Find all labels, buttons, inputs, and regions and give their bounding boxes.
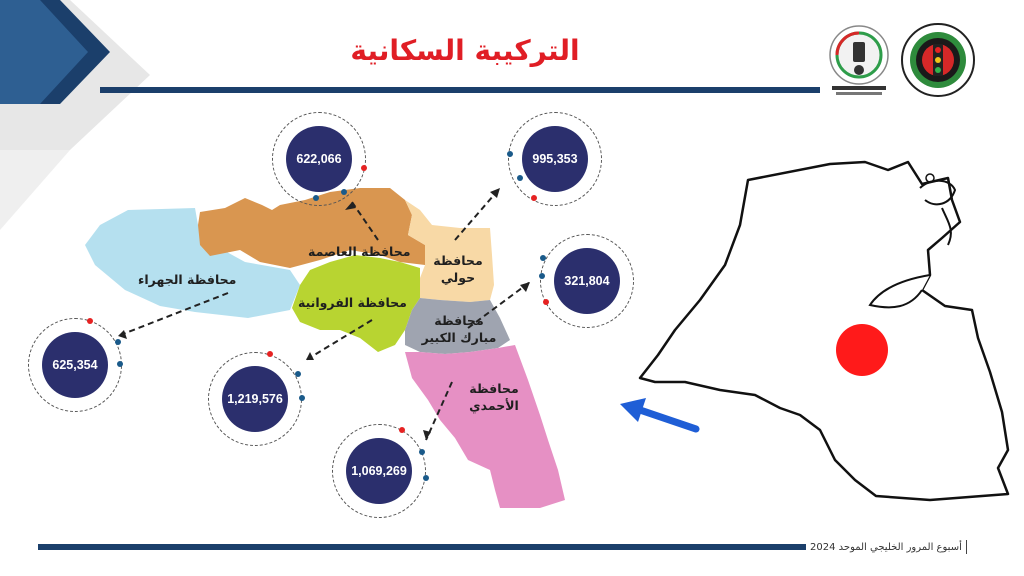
footer-bar <box>38 544 806 550</box>
farwaniya-label: محافظة الفروانية <box>298 295 407 310</box>
jahra-population-bubble: 625,354 <box>28 318 123 412</box>
capital-arrow <box>351 201 379 241</box>
hawalli-label: محافظة حولي <box>433 253 483 285</box>
location-marker <box>836 324 888 376</box>
capital-label: محافظة العاصمة <box>308 244 411 259</box>
ahmadi-label: محافظة الأحمدي <box>469 381 519 413</box>
ahmadi-arrow <box>425 381 453 441</box>
mubarak-arrow <box>467 281 531 329</box>
farwaniya-population: 1,219,576 <box>227 392 283 406</box>
jahra-population: 625,354 <box>52 358 98 372</box>
farwaniya-arrow <box>305 319 373 361</box>
ahmadi-region <box>405 345 565 508</box>
mubarak-population: 321,804 <box>564 274 610 288</box>
farwaniya-population-bubble: 1,219,576 <box>208 351 305 446</box>
traffic-department-logo <box>901 23 975 97</box>
farwaniya-region <box>292 255 420 352</box>
footer-divider <box>966 540 967 554</box>
hawalli-population-bubble: 995,353 <box>507 112 602 206</box>
capital-population: 622,066 <box>296 152 342 166</box>
mubarak-label: محافظة مبارك الكبير <box>421 313 497 345</box>
country-outline-map <box>638 160 1010 502</box>
pointer-arrow-icon <box>620 398 700 433</box>
jahra-label: محافظة الجهراء <box>138 272 237 287</box>
capital-population-bubble: 622,066 <box>272 112 367 206</box>
page-title: التركيبة السكانية <box>350 34 580 67</box>
jahra-region <box>85 208 300 318</box>
governorates-map <box>85 187 565 508</box>
ahmadi-population-bubble: 1,069,269 <box>332 424 429 518</box>
capital-region <box>198 188 425 268</box>
footer-text: أسبوع المرور الخليجي الموحد 2024 <box>810 542 962 553</box>
mubarak-region <box>405 298 510 354</box>
no-phone-logo <box>829 25 889 95</box>
hawalli-population: 995,353 <box>532 152 578 166</box>
header-chevron-decoration <box>0 0 150 230</box>
mubarak-population-bubble: 321,804 <box>539 234 634 328</box>
hawalli-region <box>405 200 494 302</box>
hawalli-arrow <box>454 187 501 241</box>
header-underline <box>100 87 820 93</box>
ahmadi-population: 1,069,269 <box>351 464 407 478</box>
